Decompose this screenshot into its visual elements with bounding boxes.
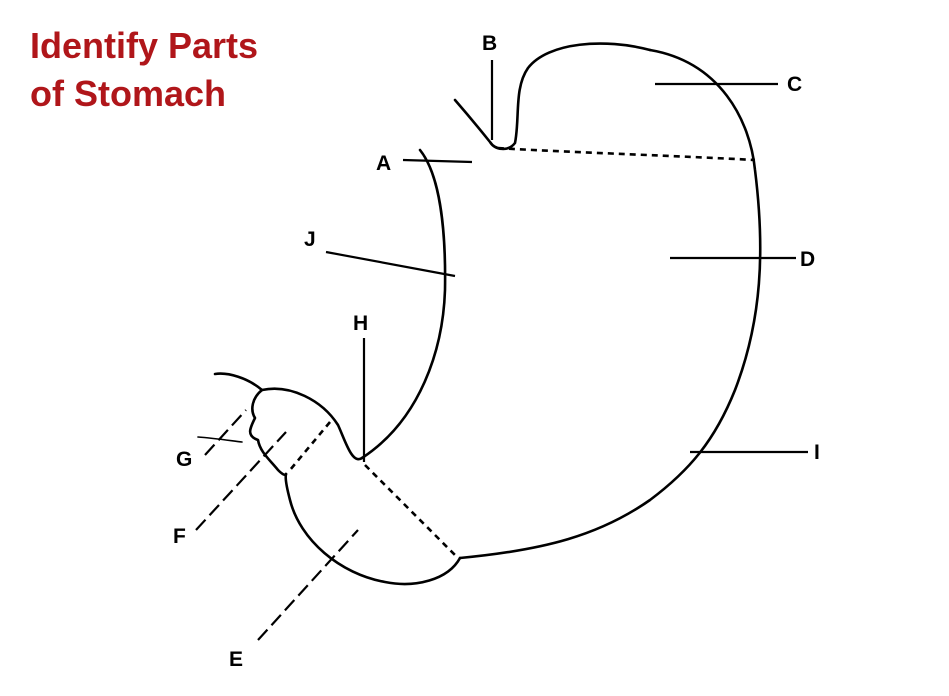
label-i: I bbox=[814, 441, 820, 464]
label-a: A bbox=[376, 152, 391, 175]
leader-f bbox=[195, 431, 287, 531]
duodenum-outline bbox=[213, 372, 264, 392]
greater-curvature bbox=[458, 48, 762, 560]
pyloric-sphincter-outline bbox=[248, 388, 288, 477]
label-b: B bbox=[482, 32, 497, 55]
label-c: C bbox=[787, 73, 802, 96]
label-h: H bbox=[353, 312, 368, 335]
lesser-curvature bbox=[360, 148, 447, 460]
body-antrum-boundary bbox=[364, 464, 459, 559]
leader-e bbox=[257, 529, 359, 641]
pyloric-antrum-outline bbox=[284, 472, 462, 586]
leader-j bbox=[325, 250, 456, 278]
cardia-fundus-boundary bbox=[497, 146, 756, 162]
leader-a bbox=[402, 158, 473, 164]
title-line-2: of Stomach bbox=[30, 73, 227, 114]
pyloric-top-outline bbox=[260, 387, 364, 461]
antrum-pylorus-boundary bbox=[289, 421, 331, 471]
label-d: D bbox=[800, 248, 815, 271]
label-f: F bbox=[173, 525, 186, 548]
label-g: G bbox=[176, 448, 192, 471]
label-e: E bbox=[229, 648, 243, 671]
esophagus-wall bbox=[453, 42, 652, 151]
title-line-1: Identify Parts bbox=[30, 25, 259, 66]
label-j: J bbox=[304, 228, 316, 251]
diagram-title: Identify Parts of Stomach bbox=[30, 22, 258, 118]
leader-g bbox=[204, 409, 247, 456]
